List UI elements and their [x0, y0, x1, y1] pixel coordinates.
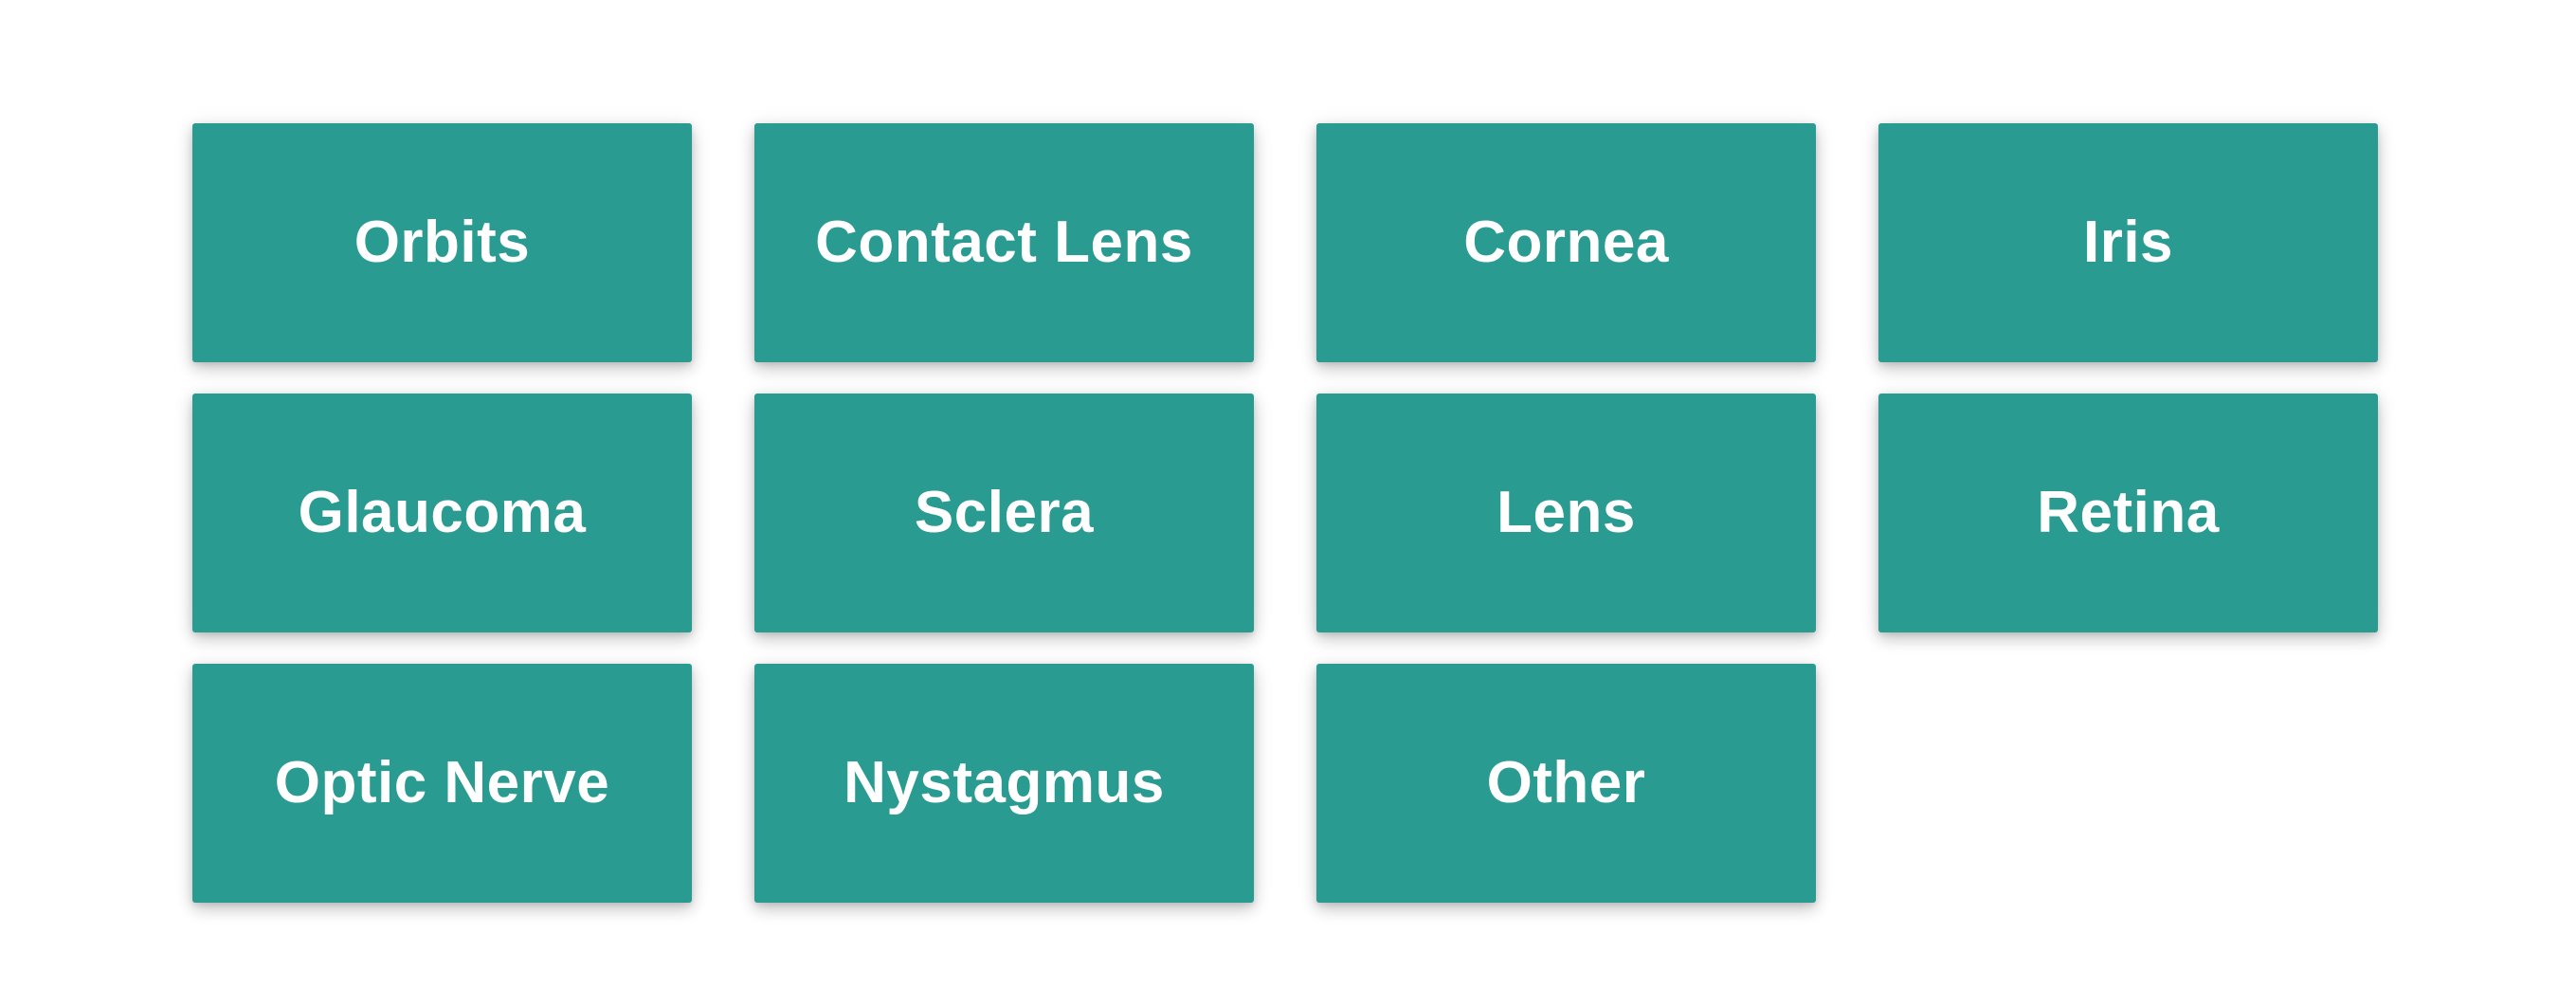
- category-button-lens[interactable]: Lens: [1316, 394, 1816, 632]
- category-button-cornea[interactable]: Cornea: [1316, 123, 1816, 362]
- category-button-other[interactable]: Other: [1316, 664, 1816, 903]
- category-button-sclera[interactable]: Sclera: [754, 394, 1254, 632]
- category-button-optic-nerve[interactable]: Optic Nerve: [192, 664, 692, 903]
- category-button-retina[interactable]: Retina: [1878, 394, 2378, 632]
- category-button-glaucoma[interactable]: Glaucoma: [192, 394, 692, 632]
- category-button-iris[interactable]: Iris: [1878, 123, 2378, 362]
- category-button-contact-lens[interactable]: Contact Lens: [754, 123, 1254, 362]
- category-button-orbits[interactable]: Orbits: [192, 123, 692, 362]
- category-button-grid: Orbits Contact Lens Cornea Iris Glaucoma…: [192, 123, 2378, 903]
- category-button-nystagmus[interactable]: Nystagmus: [754, 664, 1254, 903]
